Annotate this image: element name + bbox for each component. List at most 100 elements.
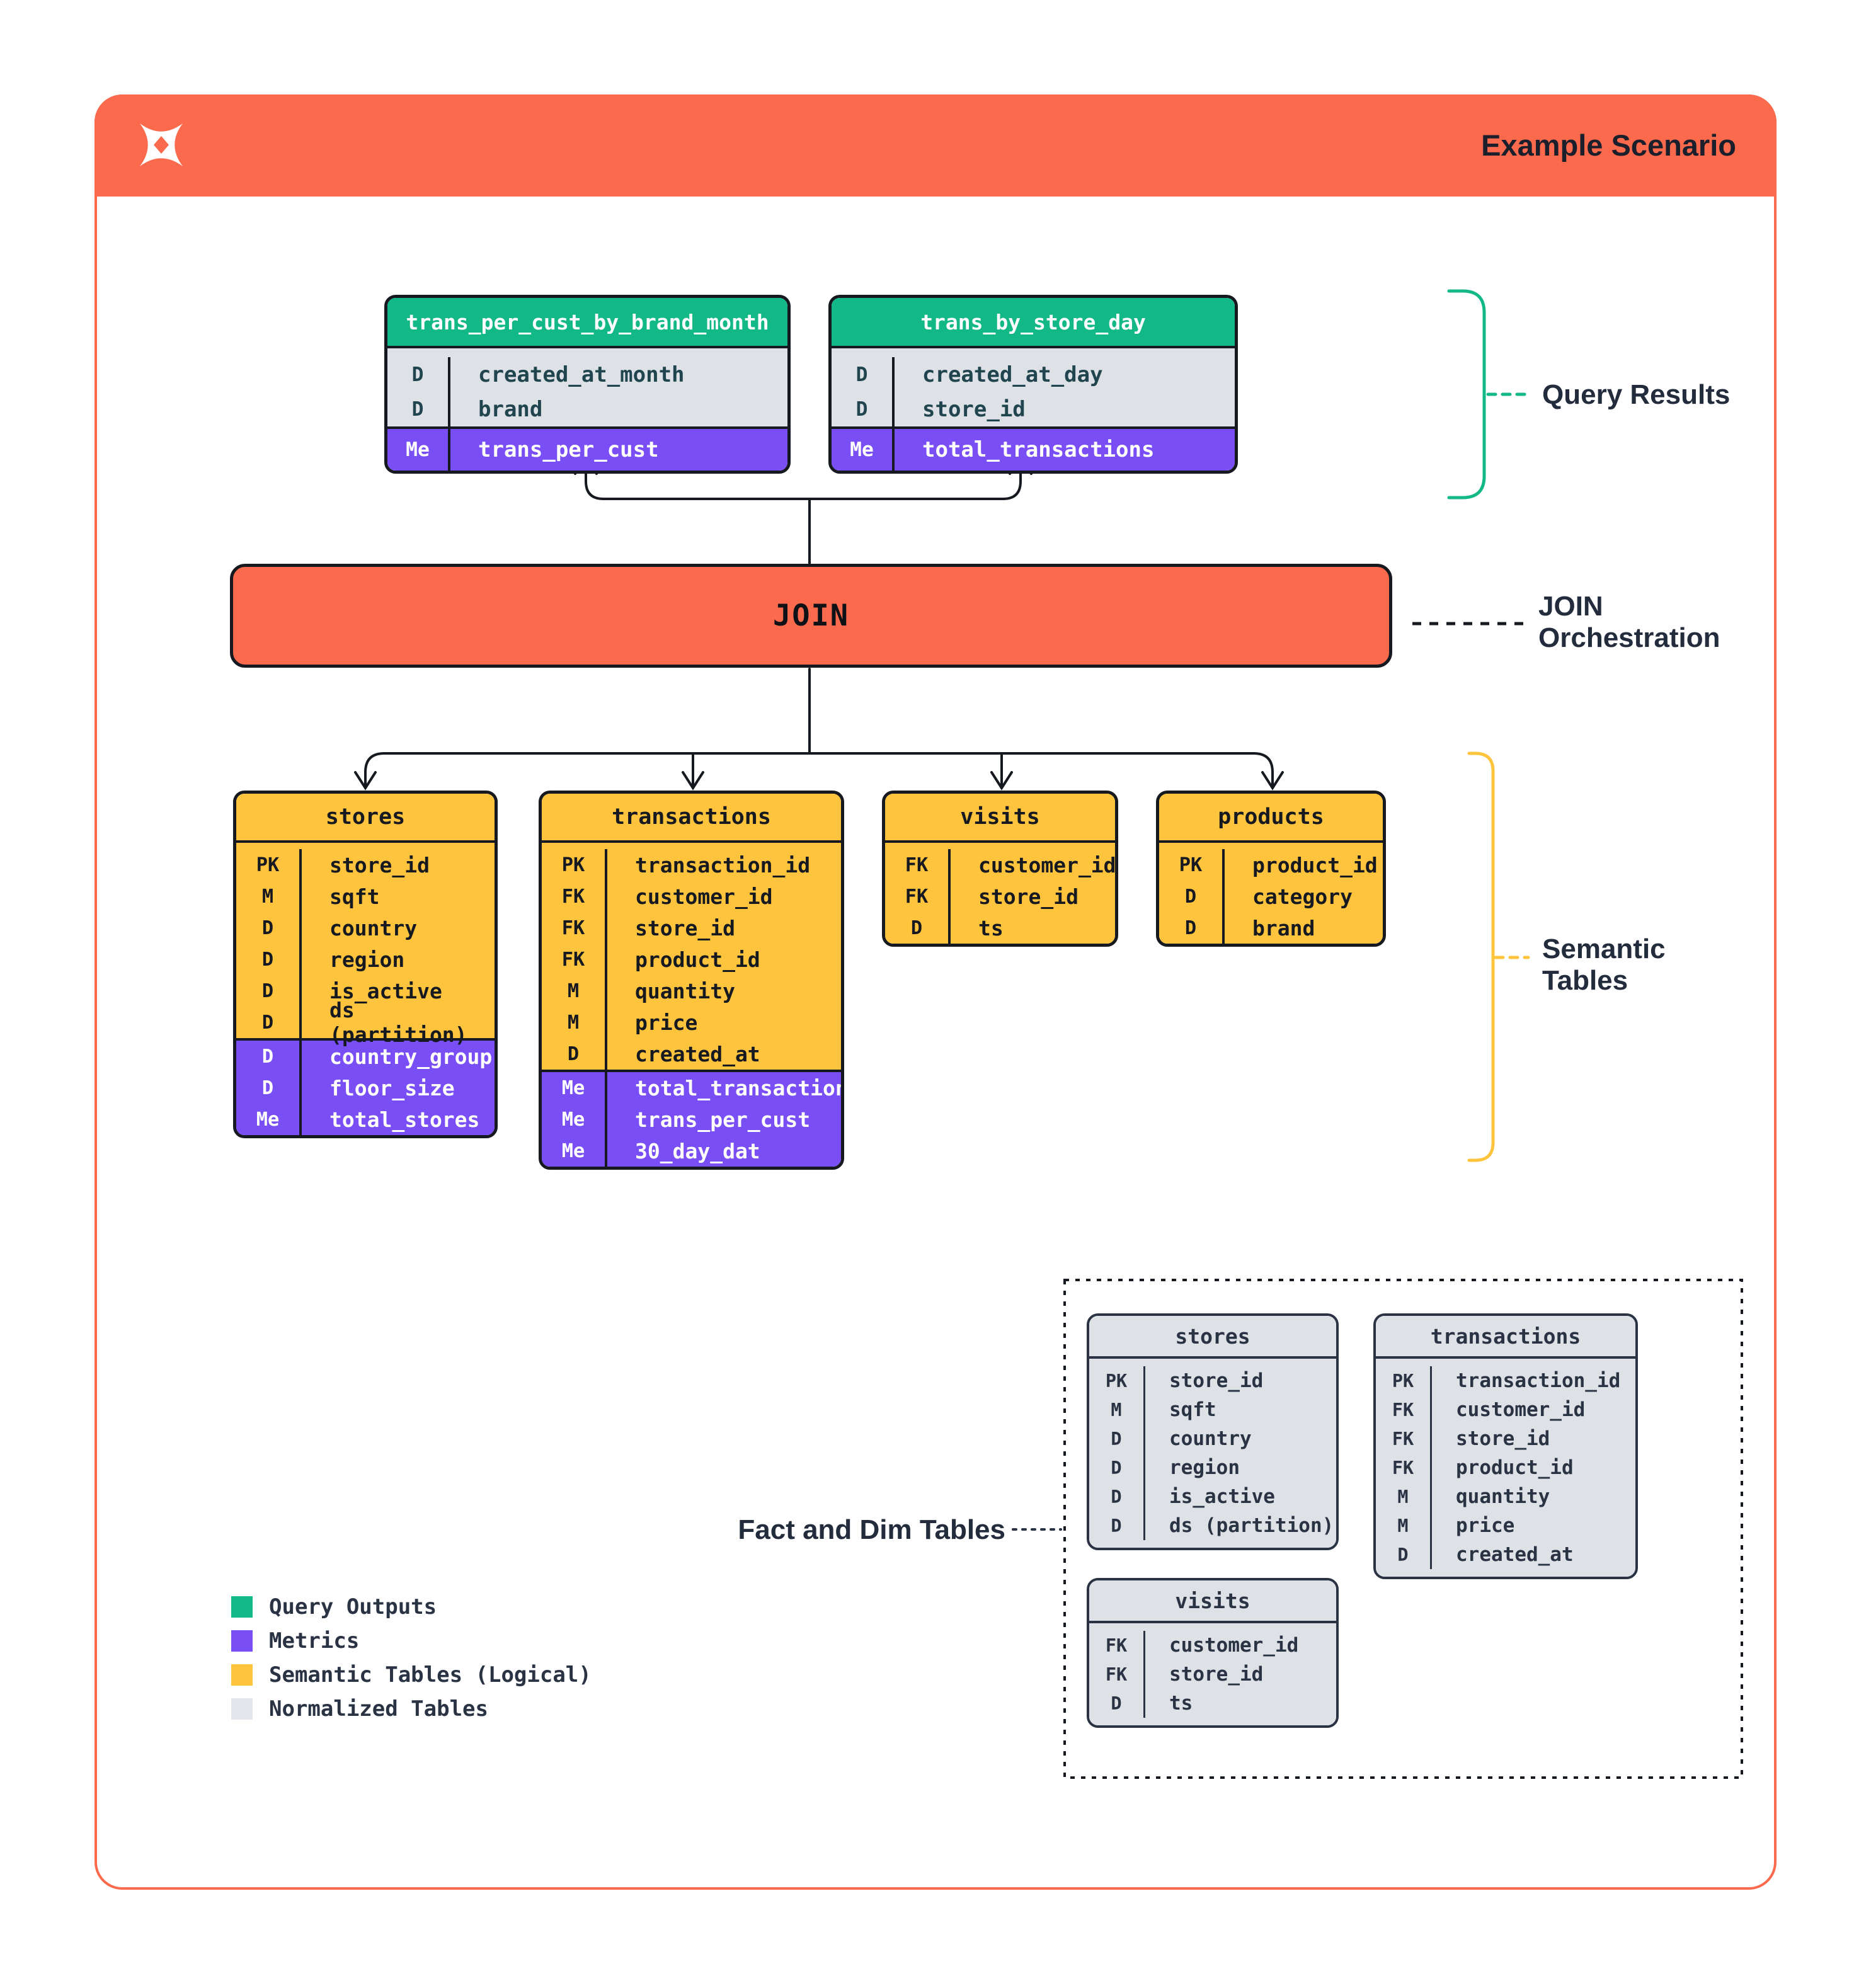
row-key: FK xyxy=(542,912,607,944)
row-key: D xyxy=(236,1041,302,1072)
row-name: product_id xyxy=(635,947,760,972)
row-key: PK xyxy=(1376,1366,1432,1395)
row-key: FK xyxy=(1376,1453,1432,1482)
row-key: M xyxy=(542,1007,607,1038)
row-name: customer_id xyxy=(1169,1634,1299,1657)
row-name: ts xyxy=(1169,1692,1193,1715)
row-key: Me xyxy=(832,429,895,471)
table-title: transactions xyxy=(542,794,841,843)
row-key: PK xyxy=(1089,1366,1145,1395)
annotation-fact-dim-tables: Fact and Dim Tables xyxy=(738,1514,1005,1545)
row-name: category xyxy=(1252,884,1353,909)
row-name: created_at xyxy=(635,1041,760,1066)
row-key: D xyxy=(1376,1540,1432,1569)
table-row: FK customer_id xyxy=(542,881,841,912)
row-key: D xyxy=(832,392,895,426)
row-name: is_active xyxy=(329,978,442,1003)
row-key: Me xyxy=(236,1104,302,1135)
row-key: FK xyxy=(885,849,951,881)
row-name: ds (partition) xyxy=(1169,1514,1334,1537)
annotation-semantic-tables: Semantic Tables xyxy=(1542,934,1666,997)
row-key: D xyxy=(387,357,450,392)
row-name: ts xyxy=(978,915,1004,940)
table-title: trans_per_cust_by_brand_month xyxy=(387,298,787,348)
row-name: region xyxy=(329,947,405,972)
row-key: M xyxy=(1376,1482,1432,1511)
row-name: brand xyxy=(1252,915,1315,940)
legend-swatch-icon xyxy=(231,1630,253,1652)
row-key: D xyxy=(542,1038,607,1070)
row-name: customer_id xyxy=(635,884,773,909)
table-row: Me total_transactions xyxy=(832,426,1235,471)
row-key: FK xyxy=(1376,1395,1432,1424)
row-name: price xyxy=(635,1010,698,1035)
row-name: transaction_id xyxy=(1456,1369,1621,1392)
row-name: store_id xyxy=(1169,1369,1264,1392)
row-key: PK xyxy=(542,849,607,881)
row-key: D xyxy=(1089,1453,1145,1482)
legend-label: Normalized Tables xyxy=(269,1696,488,1722)
row-key: D xyxy=(387,392,450,426)
table-title: stores xyxy=(1089,1316,1336,1359)
row-key: Me xyxy=(542,1135,607,1167)
row-name: brand xyxy=(478,396,543,422)
legend-item: Metrics xyxy=(231,1630,592,1652)
join-label: JOIN xyxy=(772,598,850,633)
row-key: D xyxy=(236,944,302,975)
row-name: store_id xyxy=(1169,1663,1264,1686)
join-bar: JOIN xyxy=(230,564,1392,668)
row-key: D xyxy=(236,1072,302,1104)
table-title: transactions xyxy=(1376,1316,1635,1359)
row-name: trans_per_cust xyxy=(635,1107,811,1132)
row-key: FK xyxy=(542,881,607,912)
row-name: sqft xyxy=(1169,1398,1216,1421)
row-key: PK xyxy=(236,849,302,881)
table-row: PK store_id xyxy=(1089,1359,1336,1395)
table-title: trans_by_store_day xyxy=(832,298,1235,348)
row-name: total_transactions xyxy=(922,437,1155,462)
row-key: M xyxy=(1089,1395,1145,1424)
row-name: floor_size xyxy=(329,1075,455,1100)
card-header: Example Scenario xyxy=(94,94,1777,197)
row-key: D xyxy=(1089,1424,1145,1453)
legend-item: Query Outputs xyxy=(231,1596,592,1618)
row-key: FK xyxy=(1089,1631,1145,1660)
row-key: D xyxy=(1159,912,1225,944)
annotation-join-orchestration: JOIN Orchestration xyxy=(1538,591,1720,654)
row-key: FK xyxy=(542,944,607,975)
row-name: country_group xyxy=(329,1044,493,1069)
row-key: M xyxy=(1376,1511,1432,1540)
row-key: M xyxy=(542,975,607,1007)
row-key: M xyxy=(236,881,302,912)
row-key: D xyxy=(1089,1511,1145,1540)
